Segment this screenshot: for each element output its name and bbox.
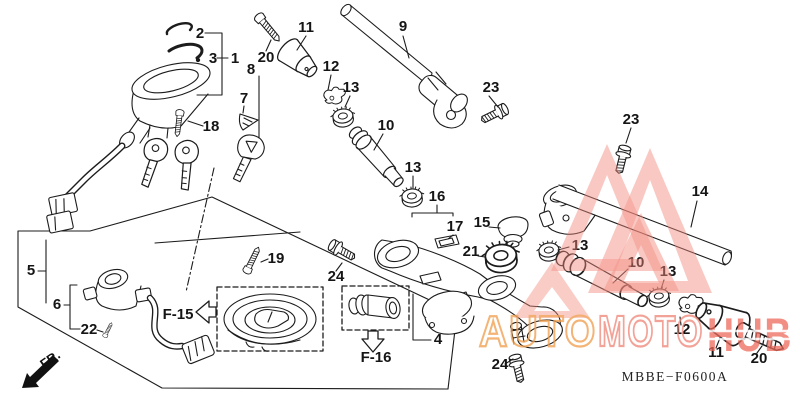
snap-ring-3 [169,44,202,58]
callout-2: 2 [196,25,204,42]
callout-16: 16 [429,188,446,205]
callout-11-b: 11 [708,344,724,361]
bolt-23-left [477,100,512,128]
callout-24-b: 24 [492,356,509,373]
key-set [139,136,205,192]
key-blank-8 [232,133,266,185]
callout-21: 21 [463,243,480,260]
watermark-triangle-icon [603,213,679,291]
watermark-triangle-icon [551,144,663,271]
nut-13-b [398,185,426,209]
f16-ref-arrow-icon [362,331,384,352]
bar-end-weight-left [273,34,325,85]
callout-23-a: 23 [483,79,500,96]
callout-18: 18 [203,118,220,135]
watermark-stripes [705,329,794,341]
ref-box-f15 [217,287,323,351]
leader-lines [38,33,762,364]
callout-4: 4 [434,331,443,348]
callout-7: 7 [240,90,248,107]
screw-22 [101,321,115,339]
bolt-24-a [325,236,359,266]
callout-17: 17 [447,218,464,235]
ref-label-f16: F-16 [361,349,392,366]
callout-13-d: 13 [660,263,677,280]
screw-20-left [252,10,284,45]
callout-13-a: 13 [343,79,360,96]
screw-19 [241,244,263,276]
callout-1: 1 [231,50,239,67]
callout-20-b: 20 [751,350,768,367]
bolt-24-b [506,352,529,385]
plate-code: MBBE−F0600A [622,369,729,384]
callout-10-b: 10 [628,254,645,271]
inner-divider-line [155,232,300,243]
callout-22: 22 [81,321,98,338]
switch-wire-harness [46,146,122,233]
callout-12-a: 12 [323,58,340,75]
nut-13-a [329,104,357,130]
callout-24-a: 24 [328,268,345,285]
callout-13-b: 13 [405,159,422,176]
callout-6: 6 [53,296,61,313]
top-bridge-4 [374,236,565,353]
callout-8: 8 [247,61,255,78]
callout-19: 19 [268,250,285,267]
watermark-text-solid: HUB [707,308,793,361]
handlebar-left-9 [339,2,471,128]
callout-14: 14 [692,183,709,200]
snap-ring-2 [167,23,192,34]
f15-ref-arrow-icon [196,301,216,323]
ignition-switch-body [117,56,214,151]
rubber-wedge-7 [239,114,258,130]
centerline-dashdot [186,168,214,292]
ref-box-f16 [342,286,409,330]
lower-switch-6 [83,266,215,364]
watermark-text-accent: AUTO [479,307,597,356]
stem-cap-15 [497,215,529,247]
callout-5: 5 [27,262,35,279]
callout-20-a: 20 [258,49,275,66]
ref-label-f15: F-15 [163,306,194,323]
callout-9: 9 [399,18,407,35]
spacer-rod-10-left [345,122,408,192]
callout-labels: 2 3 1 20 11 12 13 9 23 10 13 16 17 15 21… [27,18,768,384]
fr-direction-arrow [22,355,59,388]
handlebar-right-14 [539,181,733,265]
watermark-triangle-icon [588,148,712,293]
callout-11-a: 11 [298,19,314,36]
watermark-triangle-icon [514,262,590,318]
watermark: AUTO MOTO HUB [478,144,794,361]
snap-ring-3-tip [196,58,199,61]
callout-3: 3 [209,50,217,67]
callout-13-c: 13 [572,237,589,254]
callout-12-b: 12 [674,321,691,338]
watermark-text-outline: MOTO [598,307,704,356]
lock-plate-17 [435,235,459,248]
callout-23-b: 23 [623,111,640,128]
callout-10-a: 10 [378,117,395,134]
wedge-hatch [243,118,252,126]
callout-15: 15 [474,214,491,231]
